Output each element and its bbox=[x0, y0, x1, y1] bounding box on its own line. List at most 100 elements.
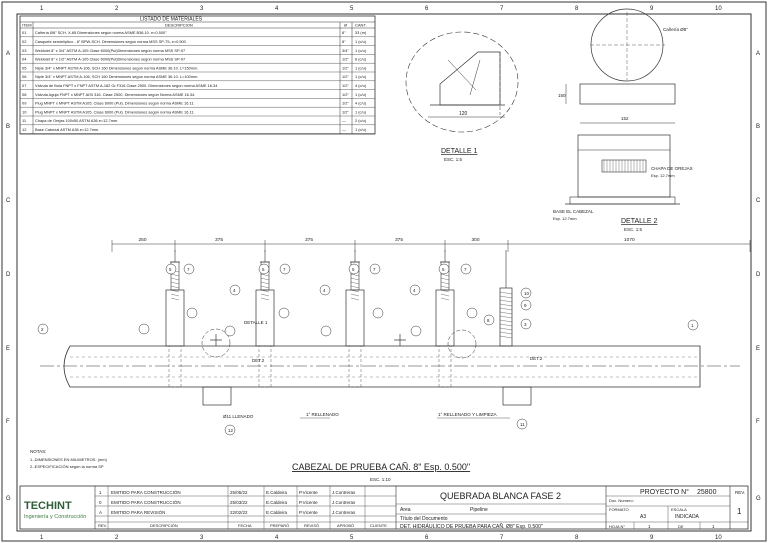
callout-bubble bbox=[516, 418, 528, 430]
material-desc: Weldolet 8" x 1/2" ASTM A-105 Clase 6000… bbox=[35, 57, 185, 62]
main-label-det2: DET.2 bbox=[530, 356, 543, 361]
rev-header-date: FECHA bbox=[238, 523, 252, 528]
materials-table: LISTADO DE MATERIALES ITEM DESCRIPCION Ø… bbox=[19, 15, 376, 135]
callout-bubble bbox=[229, 284, 241, 296]
rev-approved: J.Contreras bbox=[332, 510, 356, 515]
material-desc: Cañería Ø8" SCH. X-65 Dimensiones según … bbox=[35, 30, 167, 35]
callout-number: 10 bbox=[524, 291, 530, 296]
material-item: 10 bbox=[22, 109, 27, 114]
doc-title-label: Título del Documento bbox=[400, 516, 448, 522]
material-qty: 1 (c/u) bbox=[355, 74, 367, 79]
callout-number: 1 bbox=[691, 323, 694, 328]
material-size: 1/2" bbox=[342, 83, 349, 88]
callout-bubble bbox=[319, 284, 331, 296]
grid-col-bottom: 6 bbox=[425, 535, 429, 541]
rev-description: EMITIDO PARA CONSTRUCCIÓN bbox=[111, 499, 181, 505]
material-item: 01 bbox=[22, 30, 27, 35]
material-desc: Plug MNPT x MNPT ASTM A105. Clase 6000 (… bbox=[35, 109, 195, 114]
grid-col-bottom: 4 bbox=[275, 535, 279, 541]
detail-2: Cañería Ø8" 150 152 CHAPA DE OREJAS Esp.… bbox=[553, 8, 693, 232]
detail2-label-base: BASE EL CABEZAL bbox=[553, 209, 594, 214]
grid-col-bottom: 9 bbox=[650, 535, 654, 541]
main-title: CABEZAL DE PRUEBA CAÑ. 8" Esp. 0.500" bbox=[292, 462, 470, 472]
material-size: 1/2" bbox=[342, 74, 349, 79]
material-size: 8" bbox=[342, 30, 346, 35]
materials-header-qty: CANT. bbox=[355, 23, 367, 28]
scale-label: ESCALA bbox=[671, 507, 687, 512]
rev-prepared: E.Caldeira bbox=[266, 490, 288, 495]
callout-bubble bbox=[224, 424, 236, 436]
materials-title: LISTADO DE MATERIALES bbox=[140, 17, 203, 23]
area-value: Pipeline bbox=[470, 507, 488, 513]
callout-number: 4 bbox=[413, 288, 416, 293]
rev-approved: J.Contreras bbox=[332, 490, 356, 495]
callout-bubble bbox=[372, 307, 384, 319]
area-label: Area bbox=[400, 507, 411, 513]
main-scale: ESC. 1:10 bbox=[370, 477, 391, 482]
callout-number: 7 bbox=[187, 267, 190, 272]
main-label-support: Ø11 LLENADO bbox=[223, 414, 254, 419]
materials-header-desc: DESCRIPCION bbox=[165, 23, 193, 28]
callout-bubble bbox=[438, 263, 450, 275]
callout-bubble bbox=[687, 319, 699, 331]
main-label-det2-b: DET.2 bbox=[252, 358, 265, 363]
doc-no-label: Doc. Número: bbox=[609, 498, 634, 503]
grid-col-top: 3 bbox=[200, 6, 204, 12]
project-title: QUEBRADA BLANCA FASE 2 bbox=[440, 491, 561, 501]
material-desc: Válvula Aguja FNPT x MNPT AISI 316. Clas… bbox=[35, 92, 195, 97]
callout-number: 5 bbox=[169, 267, 172, 272]
scale-value: INDICADA bbox=[675, 514, 700, 520]
grid-col-top: 2 bbox=[115, 6, 119, 12]
material-item: 04 bbox=[22, 57, 27, 62]
rev-number: 1 bbox=[99, 490, 102, 495]
callout-number: 2 bbox=[41, 327, 44, 332]
rev-approved: J.Contreras bbox=[332, 500, 356, 505]
detail2-label-plate: CHAPA DE OREJAS bbox=[651, 166, 693, 171]
sheet-value: 1 bbox=[648, 524, 651, 529]
material-qty: 1 (c/u) bbox=[355, 109, 367, 114]
detail2-label-base-sub: Esp. 12.7mm bbox=[553, 216, 577, 221]
valve-body bbox=[165, 289, 185, 347]
dimension-label: 375 bbox=[395, 237, 403, 243]
callout-number: 7 bbox=[464, 267, 467, 272]
dimension-label: 250 bbox=[139, 237, 147, 243]
materials-header-item: ITEM bbox=[22, 23, 32, 28]
of-value: 1 bbox=[712, 524, 715, 529]
callout-bubble bbox=[258, 263, 270, 275]
sheet-label: HOJA N° bbox=[609, 524, 625, 529]
grid-row-right: D bbox=[756, 272, 761, 278]
notes-1: 1.-DIMENSIONES EN MILIMETROS. (mm) bbox=[30, 457, 108, 462]
callout-number: 7 bbox=[373, 267, 376, 272]
callout-number: 4 bbox=[233, 288, 236, 293]
grid-col-top: 1 bbox=[40, 6, 44, 12]
detail2-title: DETALLE 2 bbox=[621, 218, 658, 225]
format-label: FORMATO bbox=[609, 507, 629, 512]
callout-bubble bbox=[466, 307, 478, 319]
callout-bubble bbox=[369, 263, 381, 275]
rev-header-app: APROBÓ bbox=[337, 523, 354, 528]
material-item: 06 bbox=[22, 74, 27, 79]
callout-number: 5 bbox=[262, 267, 265, 272]
dimension-label: 375 bbox=[215, 237, 223, 243]
material-item: 08 bbox=[22, 92, 27, 97]
grid-col-bottom: 1 bbox=[40, 535, 44, 541]
grid-col-top: 4 bbox=[275, 6, 279, 12]
callout-bubble bbox=[278, 307, 290, 319]
rev-checked: P.Vicente bbox=[299, 510, 318, 515]
grid-row-right: E bbox=[756, 346, 760, 352]
grid-col-top: 10 bbox=[715, 6, 722, 12]
material-item: 02 bbox=[22, 39, 27, 44]
callout-bubble bbox=[138, 323, 150, 335]
detail1-title: DETALLE 1 bbox=[441, 148, 478, 155]
company-subtitle: Ingeniería y Construcción bbox=[24, 514, 86, 520]
grid-col-bottom: 7 bbox=[500, 535, 504, 541]
project-no: 25800 bbox=[697, 489, 717, 496]
grid-row-right: G bbox=[756, 496, 761, 502]
detail1-dim-bottom: 120 bbox=[459, 111, 468, 117]
main-label-fill-purge: 1° RELLENADO Y LIMPIEZA bbox=[438, 412, 497, 417]
material-qty: 1 (c/u) bbox=[355, 127, 367, 132]
